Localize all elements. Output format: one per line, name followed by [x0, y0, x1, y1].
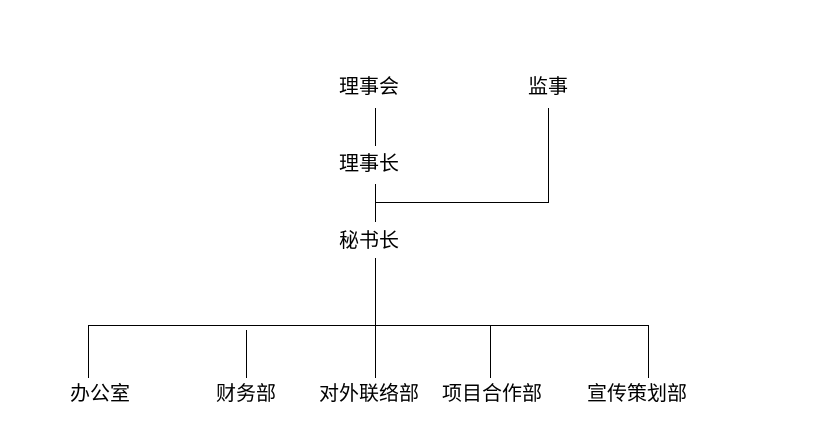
- node-dept-projects: 项目合作部: [442, 381, 542, 405]
- connectors: [88, 108, 649, 378]
- nodes: 理事会 监事 理事长 秘书长 办公室 财务部 对外联络部 项目合作部 宣传策划部: [70, 74, 687, 405]
- connector-supervisor: [375, 108, 549, 203]
- node-chairman: 理事长: [339, 151, 399, 175]
- node-dept-publicity: 宣传策划部: [587, 381, 687, 405]
- node-dept-finance: 财务部: [216, 381, 276, 405]
- node-council: 理事会: [339, 74, 399, 98]
- node-dept-external-liaison: 对外联络部: [319, 381, 419, 405]
- node-secretary-general: 秘书长: [339, 228, 399, 252]
- node-supervisor: 监事: [528, 74, 568, 98]
- node-dept-office: 办公室: [70, 381, 130, 405]
